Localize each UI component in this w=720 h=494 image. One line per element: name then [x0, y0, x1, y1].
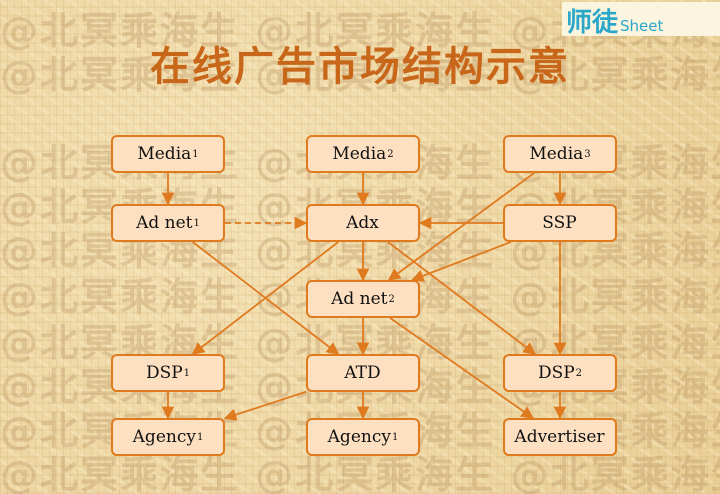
- diagram-title: 在线广告市场结构示意: [150, 44, 570, 90]
- node-ssp: SSP: [503, 204, 617, 242]
- logo: 师徒 Sheet: [562, 2, 720, 36]
- node-atd: ATD: [306, 354, 420, 392]
- edge-atd-to-agency1a: [223, 390, 307, 421]
- edge-adx-to-dsp2: [387, 241, 537, 355]
- edge-adnet2-to-advertiser: [389, 317, 534, 419]
- node-adx: Adx: [306, 204, 420, 242]
- logo-sub: Sheet: [620, 17, 664, 35]
- logo-main: 师徒: [566, 8, 619, 36]
- edge-ssp-to-adnet2: [411, 241, 512, 282]
- node-advertiser: Advertiser: [503, 418, 617, 456]
- edge-adnet1-to-atd: [192, 241, 340, 355]
